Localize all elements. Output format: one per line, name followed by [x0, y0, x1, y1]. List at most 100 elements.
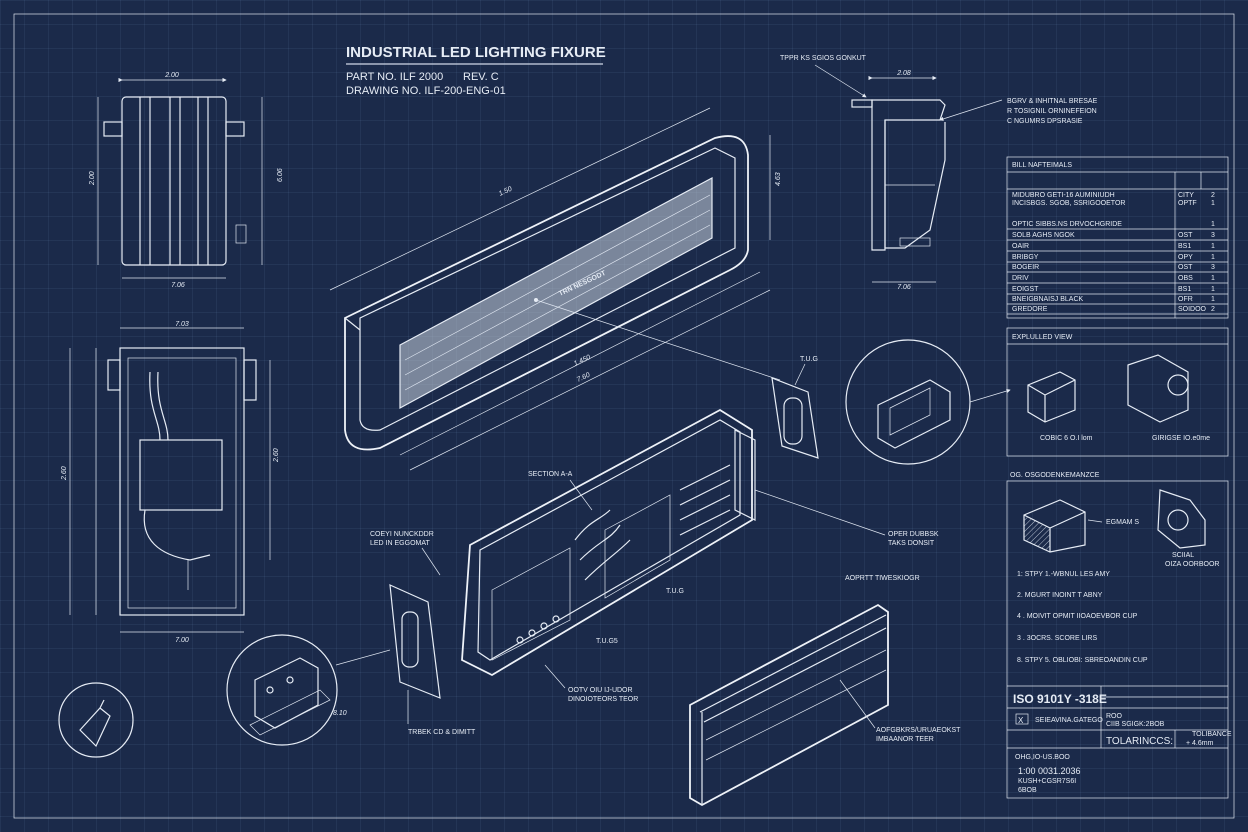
callout-tug-2: T.U.G — [666, 588, 684, 595]
pcb-assembly-exploded — [461, 408, 756, 677]
section-dim-top: 7.03 — [175, 321, 189, 328]
gasket-plate: T.U.G — [771, 356, 819, 459]
bom-item: INCISBGS. SGOB, SSRIGOOETOR — [1012, 200, 1125, 207]
callout-led-left-2: LED IN EGGOMAT — [370, 540, 430, 547]
bom-item: SOLB AGHS NGOK — [1012, 232, 1075, 239]
side-dim-top: 2.08 — [896, 70, 911, 77]
part-number: PART NO. ILF 2000 — [346, 71, 443, 83]
front-view: 2.00 7.06 2.00 6.06 — [89, 72, 284, 289]
bom-count: 2 — [1211, 192, 1215, 199]
tolerances-label: TOLARINCCS: — [1106, 736, 1173, 747]
section-dim-left: 2.60 — [61, 466, 68, 481]
assembly-title: OG. OSGODENKEMANZCE — [1010, 472, 1100, 479]
assembly-fig-label-2b: OIZA OORBOOR — [1165, 561, 1219, 568]
bom-count: 1 — [1211, 286, 1215, 293]
section-dim-right: 2.60 — [273, 448, 280, 463]
bom-count: 3 — [1211, 264, 1215, 271]
side-callout-right-3: C NGUMRS DPSRASIE — [1007, 118, 1083, 125]
revision: REV. C — [463, 71, 499, 83]
assembly-panel: OG. OSGODENKEMANZCE EGMAM S SCIIAL OIZA … — [1006, 472, 1229, 799]
bom-item: GREDORE — [1012, 306, 1048, 313]
bom-item: DRIV — [1012, 275, 1029, 282]
bom-count: 1 — [1211, 243, 1215, 250]
front-dim-bottom: 7.06 — [171, 282, 185, 289]
bom-item: BNEIGBNAISJ BLACK — [1012, 296, 1084, 303]
main-dim-b: 7.60 — [576, 372, 591, 384]
section-view: 7.03 7.00 2.60 2.60 — [61, 321, 280, 644]
bom-item: MIDUBRO GETI-16 AUMINIUDH — [1012, 192, 1115, 199]
side-dim-bottom: 7.06 — [897, 284, 911, 291]
bom-count: 1 — [1211, 221, 1215, 228]
footer-small: OHG,IO-US.BOO — [1015, 754, 1070, 761]
side-callout-right-2: R TOSIGNIL ORNINEFEION — [1007, 108, 1097, 115]
title-info-2: CIIB SGIGK:2BOB — [1106, 721, 1165, 728]
tolerance-value: + 4.6mm — [1186, 740, 1214, 747]
bom-qty: OBS — [1178, 275, 1193, 282]
main-dim-height: 4.63 — [775, 172, 782, 186]
side-callout-top: TPPR KS SGIOS GONKUT — [780, 55, 867, 62]
exploded-view-panel: EXPLULLED VIEW COBIC 6 O.I lom GIRIGSE I… — [1006, 327, 1229, 457]
bom-item: OAIR — [1012, 243, 1029, 250]
side-callout-right-1: BGRV & INHITNAL BRESAE — [1007, 98, 1098, 105]
check-label: SEIEAVINA.GATEGO — [1035, 717, 1103, 724]
footer-line-3: 6BOB — [1018, 787, 1037, 794]
drawing-title: INDUSTRIAL LED LIGHTING FIXURE — [346, 44, 606, 61]
mounting-plate-left: TRBEK CD & DIMITT 8.10 — [226, 584, 476, 746]
bom-qty: OPY — [1178, 254, 1193, 261]
main-dim-length: 1.50 — [498, 186, 513, 198]
title-block: ISO 9101Y -318E X SEIEAVINA.GATEGO ROO C… — [1007, 685, 1232, 794]
bill-of-materials: BILL NAFTEIMALS MIDUBRO GETI-16 AUMINIUD… — [1006, 156, 1229, 319]
check-mark: X — [1018, 716, 1024, 725]
callout-lens-bottom-1: AOFGBKRS/URUAEOKST — [876, 727, 961, 734]
sheet-border — [13, 13, 1235, 819]
bom-count: 1 — [1211, 296, 1215, 303]
assembly-step-3: 4 . MOIVIT OPMIT IIOAOEVBOR CUP — [1017, 613, 1138, 620]
bom-item: BRIBGY — [1012, 254, 1039, 261]
lens-extrusion: AOPRTT TIWESKIOGR AOFGBKRS/URUAEOKST IMB… — [689, 575, 961, 807]
bom-qty: OST — [1178, 232, 1193, 239]
callout-led-right-2: TAKS DONSIT — [888, 540, 935, 547]
bom-item: BOGEIR — [1012, 264, 1039, 271]
bom-qty: BS1 — [1178, 286, 1191, 293]
exploded-title: EXPLULLED VIEW — [1012, 334, 1073, 341]
bom-title: BILL NAFTEIMALS — [1012, 162, 1072, 169]
assembly-step-2: 2. MGURT INOINT T ABNY — [1017, 592, 1103, 599]
bom-item: EOIGST — [1012, 286, 1039, 293]
assembly-step-1: 1: STPY 1.-WBNUL LES AMY — [1017, 571, 1110, 578]
bom-count: 1 — [1211, 275, 1215, 282]
callout-lens-top: AOPRTT TIWESKIOGR — [845, 575, 920, 582]
callout-tugs: T.U.G5 — [596, 638, 618, 645]
callout-bottom-center-2: DINOIOTEORS TEOR — [568, 696, 638, 703]
pcb-callouts: SECTION A-A COEYI NUNCKDDR LED IN EGGOMA… — [370, 471, 939, 703]
detail-dim: 8.10 — [333, 710, 347, 717]
checkbox-icon — [1015, 713, 1029, 725]
bom-qty: SOIDOO — [1178, 306, 1207, 313]
bom-qty: OPTF — [1178, 200, 1197, 207]
bom-count: 3 — [1211, 232, 1215, 239]
bom-count: 2 — [1211, 306, 1215, 313]
front-dim-left: 2.00 — [89, 171, 96, 186]
bom-qty: BS1 — [1178, 243, 1191, 250]
footer-line-1: 1:00 0031.2036 — [1018, 766, 1081, 776]
assembly-fig-label-2a: SCIIAL — [1172, 552, 1194, 559]
footer-line-2: KUSH+CGSR7S6I — [1018, 778, 1076, 785]
assembly-step-5: 8. STPY 5. OBLIOBI: SBREOANDIN CUP — [1017, 657, 1148, 664]
bom-qty: CITY — [1178, 192, 1194, 199]
front-dim-right: 6.06 — [277, 168, 284, 182]
title-block-header: INDUSTRIAL LED LIGHTING FIXURE PART NO. … — [346, 44, 606, 97]
detail-circle-small — [58, 682, 134, 758]
section-dim-bottom: 7.00 — [175, 637, 189, 644]
bom-count: 1 — [1211, 254, 1215, 261]
bom-qty: OFR — [1178, 296, 1193, 303]
tolerance-sublabel: TOLIBANCE — [1192, 731, 1232, 738]
callout-lens-bottom-2: IMBAANOR TEER — [876, 736, 934, 743]
iso-standard: ISO 9101Y -318E — [1013, 692, 1107, 706]
callout-led-right-1: OPER DUBBSK — [888, 531, 939, 538]
front-dim-top: 2.00 — [164, 72, 179, 79]
drawing-number: DRAWING NO. ILF-200-ENG-01 — [346, 85, 506, 97]
exploded-right-label: GIRIGSE IO.e0me — [1152, 435, 1210, 442]
side-view: 2.08 7.06 TPPR KS SGIOS GONKUT BGRV & IN… — [780, 55, 1098, 291]
callout-bottom-center-1: OOTV OIU IJ-UDOR — [568, 687, 633, 694]
